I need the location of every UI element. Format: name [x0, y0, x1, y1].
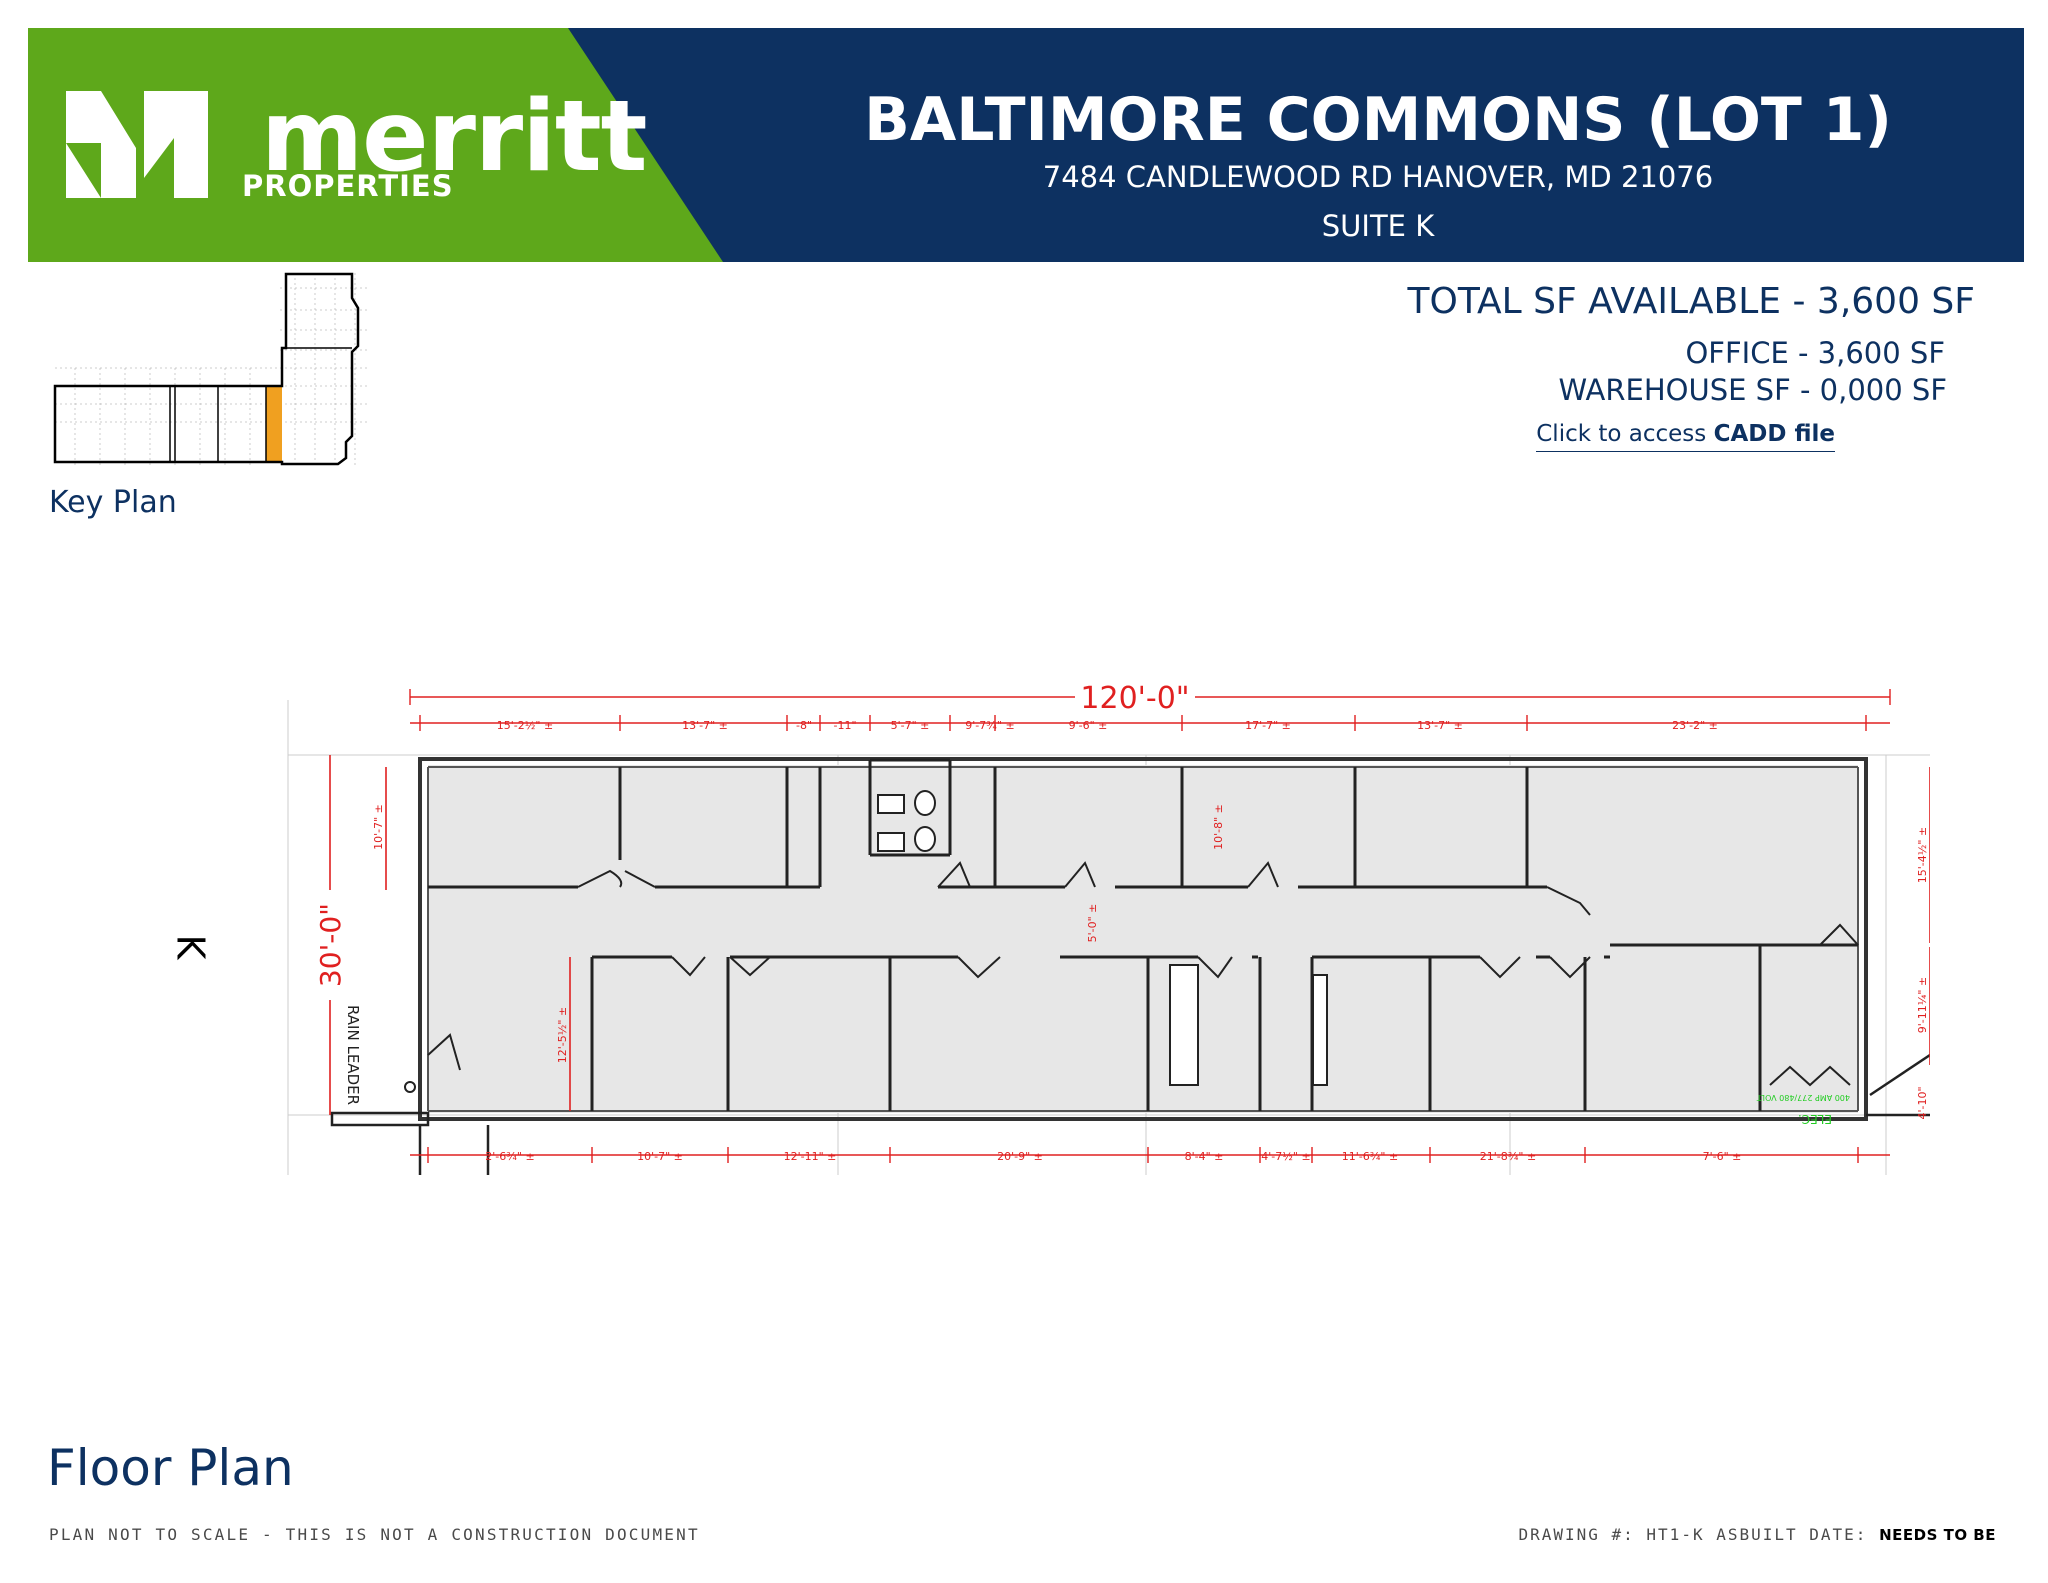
bottom-dim-6: 4'-7½" ±	[1261, 1150, 1310, 1163]
bottom-dim-2: 10'-7" ±	[637, 1150, 683, 1163]
top-dim-9: 13'-7" ±	[1417, 719, 1463, 732]
header-background	[28, 28, 2024, 262]
elec-sub-label: 400 AMP 277/480 VOLT	[1757, 1093, 1850, 1102]
overall-width-dim: 120'-0"	[1080, 681, 1189, 716]
asbuilt-status: NEEDS TO BE	[1879, 1526, 1996, 1544]
floor-plan-label: Floor Plan	[47, 1439, 294, 1497]
merritt-logo-mark	[66, 91, 208, 198]
top-dim-8: 17'-7" ±	[1245, 719, 1291, 732]
suite-letter-label: K	[168, 934, 213, 960]
mid-dim-1: 10'-8" ±	[1212, 804, 1225, 850]
top-dim-5: 5'-7" ±	[891, 719, 930, 732]
office-sf: OFFICE - 3,600 SF	[1685, 336, 1945, 370]
disclaimer: PLAN NOT TO SCALE - THIS IS NOT A CONSTR…	[49, 1525, 700, 1544]
key-plan-label: Key Plan	[49, 485, 177, 520]
floor-plan-drawing: 15'-2½" ± 13'-7" ± -8" -11" 5'-7" ± 9'-7…	[287, 680, 1930, 1175]
mid-dim-2: 5'-0" ±	[1086, 904, 1099, 943]
bottom-dim-4: 20'-9" ±	[997, 1150, 1043, 1163]
top-dim-1: 15'-2½" ±	[497, 719, 553, 732]
rain-leader-label: RAIN LEADER	[344, 1005, 362, 1105]
bottom-dim-3: 12'-11" ±	[784, 1150, 837, 1163]
top-dim-3: -8"	[796, 719, 812, 732]
cadd-link-text: CADD file	[1713, 421, 1835, 447]
suite-highlight	[266, 386, 282, 462]
suite-label: SUITE K	[1321, 209, 1435, 243]
bottom-dim-1: 2'-6¾" ±	[485, 1150, 534, 1163]
drawing-info: DRAWING #: HT1-K ASBUILT DATE: NEEDS TO …	[1518, 1525, 1996, 1544]
key-plan-drawing	[53, 272, 370, 468]
logo-wordmark: merritt	[261, 80, 648, 194]
bottom-dim-8: 21'-8¾" ±	[1480, 1150, 1536, 1163]
top-dim-10: 23'-2" ±	[1672, 719, 1718, 732]
header-banner: merritt PROPERTIES BALTIMORE COMMONS (LO…	[28, 28, 2024, 262]
property-title: BALTIMORE COMMONS (LOT 1)	[864, 85, 1892, 155]
drawing-number: DRAWING #: HT1-K ASBUILT DATE:	[1518, 1525, 1880, 1544]
top-dim-6: 9'-7¾" ±	[965, 719, 1014, 732]
top-dim-7: 9'-6" ±	[1069, 719, 1108, 732]
right-dim-1: 15'-4½" ±	[1916, 827, 1929, 883]
cadd-file-link[interactable]: Click to access CADD file	[1536, 421, 1835, 452]
right-dim-3: 4'-10"	[1916, 1086, 1929, 1119]
total-sf: TOTAL SF AVAILABLE - 3,600 SF	[1407, 281, 1976, 322]
overall-depth-dim: 30'-0"	[314, 903, 347, 987]
property-address: 7484 CANDLEWOOD RD HANOVER, MD 21076	[1042, 160, 1714, 194]
top-dim-2: 13'-7" ±	[682, 719, 728, 732]
cadd-prefix: Click to access	[1536, 421, 1714, 447]
warehouse-sf: WAREHOUSE SF - 0,000 SF	[1558, 373, 1947, 407]
left-dim-1: 10'-7" ±	[372, 804, 385, 850]
elec-label: ELEC.	[1798, 1112, 1832, 1126]
left-dim-2: 12'-5½" ±	[556, 1007, 569, 1063]
right-dim-2: 9'-11¼" ±	[1916, 977, 1929, 1033]
logo-subtitle: PROPERTIES	[242, 169, 454, 203]
bottom-dim-9: 7'-6" ±	[1703, 1150, 1742, 1163]
bottom-dim-5: 8'-4" ±	[1185, 1150, 1224, 1163]
bottom-dim-7: 11'-6¾" ±	[1342, 1150, 1398, 1163]
top-dim-4: -11"	[833, 719, 856, 732]
